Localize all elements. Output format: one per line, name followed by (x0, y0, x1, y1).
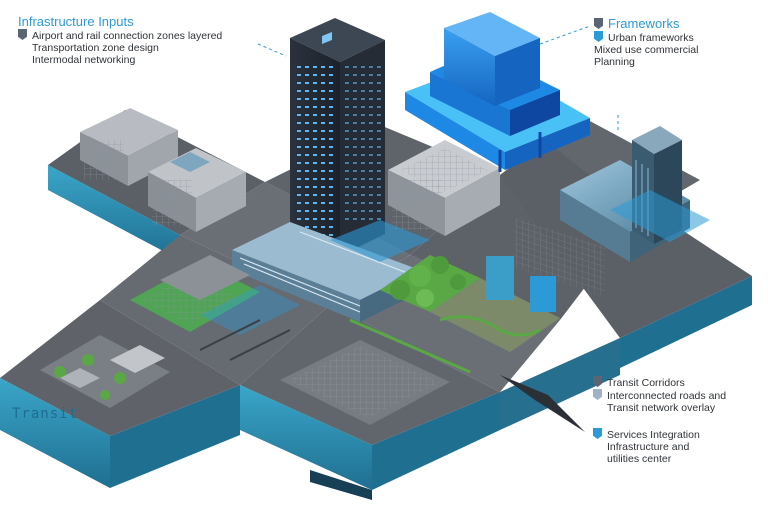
callout-line: Transit network overlay (607, 402, 716, 414)
badge-icon (593, 428, 602, 439)
callout-line: Mixed use commercial (594, 44, 699, 56)
platform-sides (0, 165, 752, 500)
callout-line: Airport and rail connection zones layere… (18, 29, 268, 42)
callout-line: Intermodal networking (32, 54, 136, 66)
badge-icon (593, 376, 602, 387)
callout-infrastructure: Infrastructure Inputs Airport and rail c… (18, 14, 268, 66)
callout-title: Services Integration (607, 429, 700, 441)
callout-line: utilities center (607, 453, 672, 465)
badge-icon (593, 389, 602, 400)
district-left (40, 255, 300, 408)
callout-services: Services Integration Infrastructure and … (593, 428, 763, 465)
blue-floating-building (405, 12, 590, 172)
office-buildings-left (80, 108, 246, 232)
callout-title: Transit Corridors (607, 377, 685, 389)
glass-building-center (232, 220, 430, 322)
pointer-icon (500, 375, 585, 432)
callout-line: Interconnected roads and (593, 389, 763, 402)
district-front (199, 318, 471, 425)
callout-title: Frameworks (608, 16, 680, 31)
leader-lines (257, 25, 619, 130)
callout-frameworks: Frameworks Urban frameworks Mixed use co… (594, 16, 764, 68)
callout-line: Transportation zone design (32, 42, 159, 54)
badge-icon (18, 29, 27, 40)
callout-line: Infrastructure and (607, 441, 690, 453)
callout-title: Infrastructure Inputs (18, 14, 134, 29)
skyscraper-dark (290, 18, 385, 256)
callout-line: Planning (594, 56, 635, 68)
callout-line: Urban frameworks (594, 31, 764, 44)
flat-building-center (388, 140, 500, 236)
park-area (380, 255, 560, 352)
corner-label: Transit (12, 406, 79, 422)
glass-towers-right (515, 126, 710, 297)
badge-icon (594, 18, 603, 29)
badge-icon (594, 31, 603, 42)
callout-transit: Transit Corridors Interconnected roads a… (593, 376, 763, 414)
